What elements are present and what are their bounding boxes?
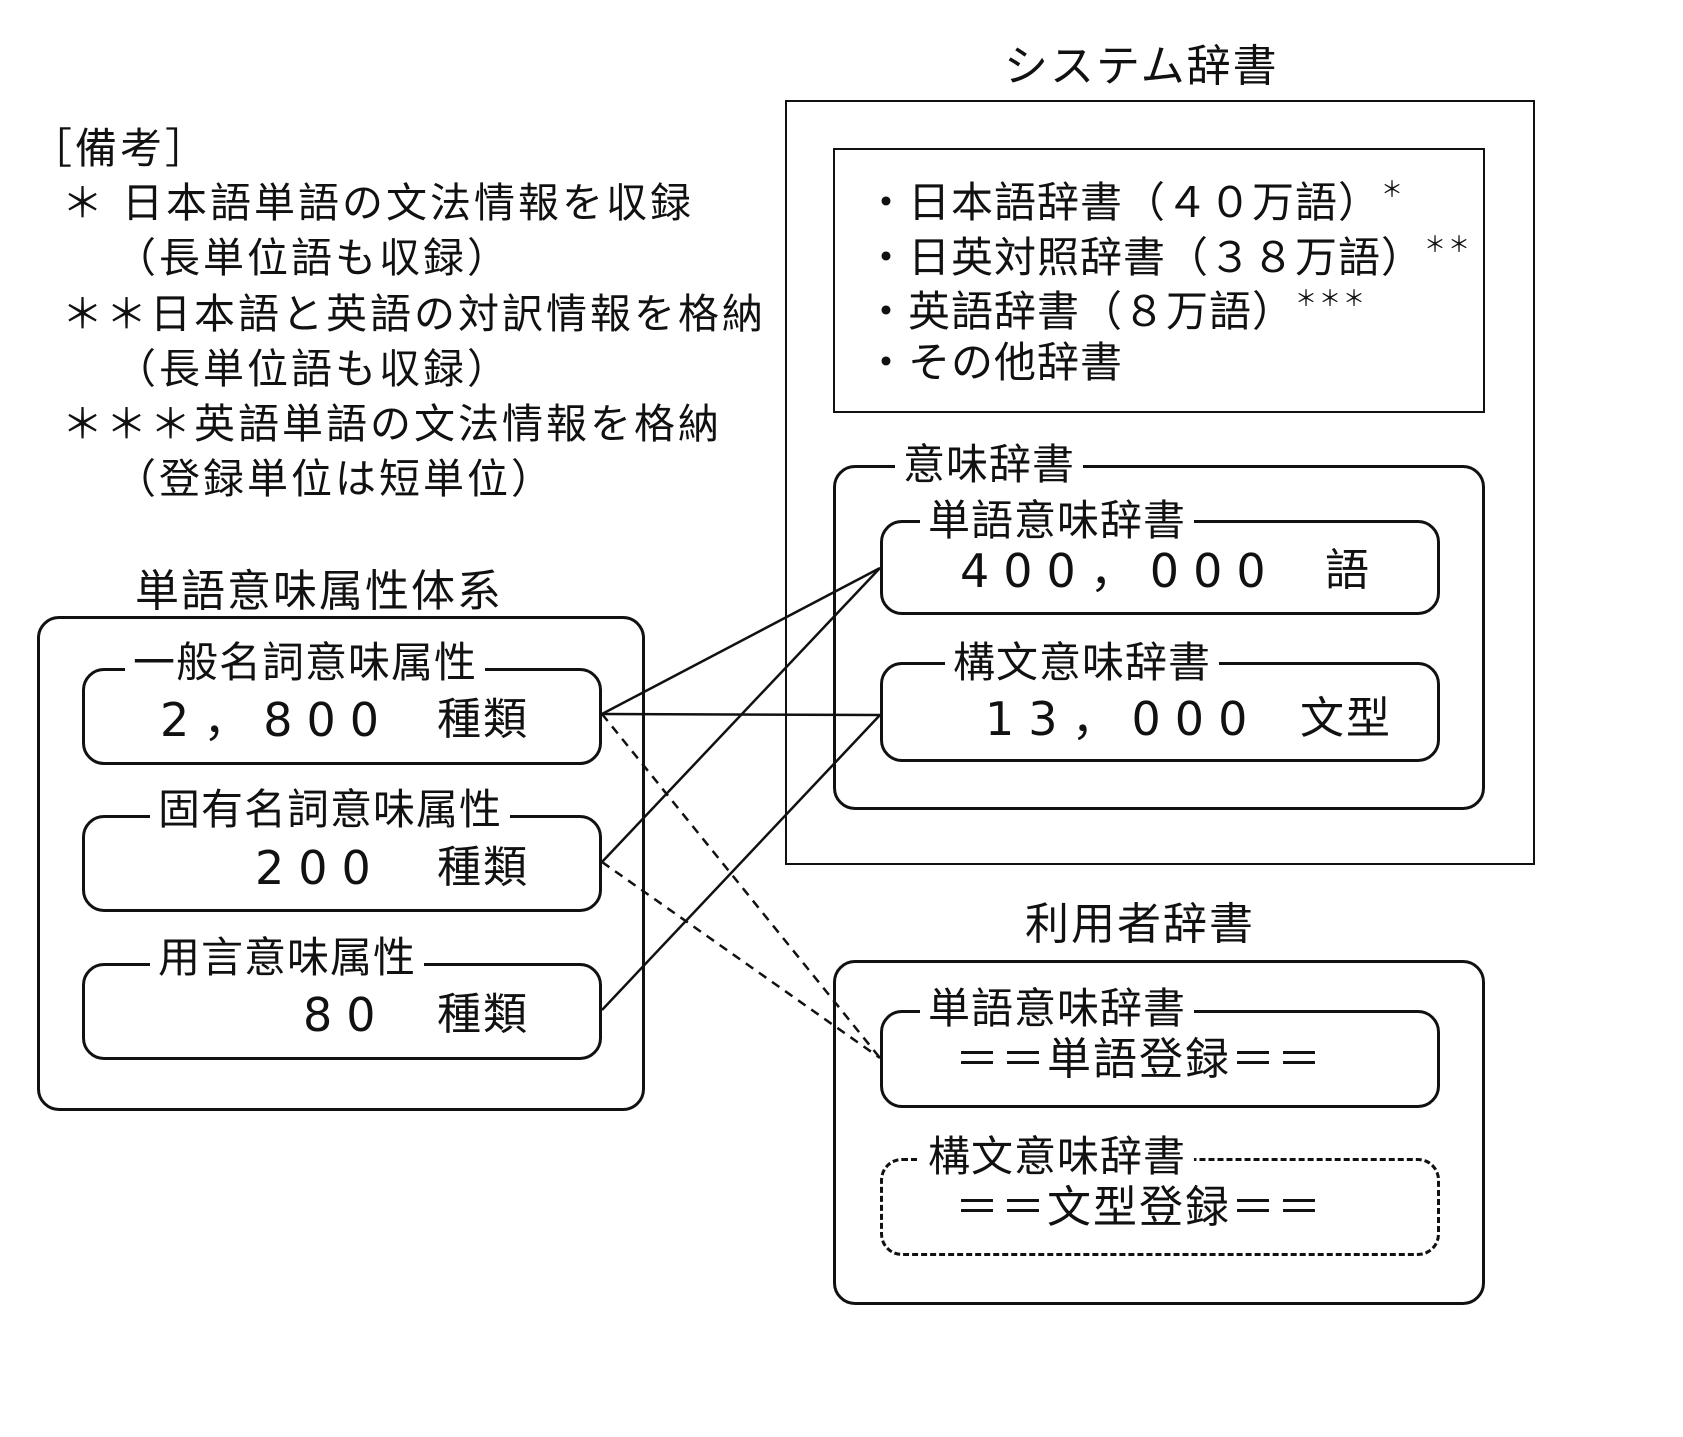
note-line-6: （登録単位は短単位）: [115, 455, 555, 503]
semantic-dictionary-box: [833, 465, 1485, 810]
dictionary-item-other-text: ・その他辞書: [865, 338, 1124, 387]
attribute-system-title: 単語意味属性体系: [135, 566, 503, 617]
dictionary-item-ja-en-text: ・日英対照辞書（３８万語）: [865, 233, 1425, 282]
attr-general-noun-value: 2，800: [160, 693, 394, 747]
dictionary-item-english-mark: ＊＊＊: [1295, 287, 1368, 312]
note-line-5: ＊＊＊英語単語の文法情報を格納: [62, 400, 722, 448]
link-general-to-word: [601, 566, 881, 716]
link-proper-to-user-word: [601, 860, 881, 1060]
attr-predicate-label: 用言意味属性: [150, 937, 425, 979]
user-syntax-dict-label: 構文意味辞書: [920, 1136, 1195, 1178]
note-line-3: ＊＊日本語と英語の対訳情報を格納: [62, 290, 766, 338]
user-dictionary-title: 利用者辞書: [1025, 899, 1255, 950]
sys-syntax-dict-unit: 文型: [1300, 693, 1392, 744]
attr-proper-noun-label: 固有名詞意味属性: [150, 789, 511, 831]
dictionary-item-japanese-text: ・日本語辞書（４０万語）: [865, 178, 1382, 227]
dictionary-item-ja-en: ・日英対照辞書（３８万語）＊＊: [865, 235, 1472, 279]
note-line-1: ＊ 日本語単語の文法情報を収録: [62, 179, 695, 227]
attr-general-noun-label: 一般名詞意味属性: [125, 642, 486, 684]
attr-general-noun-unit: 種類: [437, 694, 529, 745]
sys-syntax-dict-value: 13，000: [985, 692, 1262, 746]
dictionary-item-japanese: ・日本語辞書（４０万語）＊: [865, 180, 1405, 224]
sys-word-dict-label: 単語意味辞書: [920, 500, 1195, 542]
dictionary-item-english-text: ・英語辞書（８万語）: [865, 287, 1296, 336]
link-proper-to-word: [601, 567, 881, 863]
attr-proper-noun-unit: 種類: [437, 842, 529, 893]
user-syntax-dict-content: ＝＝文型登録＝＝: [955, 1182, 1323, 1233]
dictionary-item-japanese-mark: ＊: [1381, 178, 1406, 203]
dictionary-item-other: ・その他辞書: [865, 342, 1123, 384]
system-dictionary-title: システム辞書: [1004, 41, 1279, 92]
system-dictionary-box: [785, 100, 1535, 865]
attr-predicate-unit: 種類: [437, 989, 529, 1040]
note-line-2: （長単位語も収録）: [115, 234, 511, 282]
user-dictionary-box: [833, 960, 1485, 1305]
sys-syntax-dict-label: 構文意味辞書: [945, 642, 1220, 684]
attribute-system-box: [37, 616, 645, 1111]
attr-proper-noun-value: 200: [255, 841, 385, 895]
semantic-dictionary-label: 意味辞書: [895, 444, 1084, 486]
link-general-to-user-word: [601, 713, 881, 1059]
dictionary-list-box: [833, 148, 1485, 413]
dictionary-item-ja-en-mark: ＊＊: [1424, 233, 1473, 258]
notes-heading: ［備考］: [30, 124, 211, 173]
user-word-dict-content: ＝＝単語登録＝＝: [955, 1034, 1323, 1085]
sys-word-dict-value: 400，000: [960, 544, 1280, 598]
attr-predicate-value: 80: [303, 988, 390, 1042]
user-word-dict-label: 単語意味辞書: [920, 988, 1195, 1030]
sys-word-dict-unit: 語: [1325, 545, 1371, 596]
link-predicate-to-syntax: [601, 714, 881, 1011]
dictionary-item-english: ・英語辞書（８万語）＊＊＊: [865, 289, 1367, 333]
note-line-4: （長単位語も収録）: [115, 345, 511, 393]
